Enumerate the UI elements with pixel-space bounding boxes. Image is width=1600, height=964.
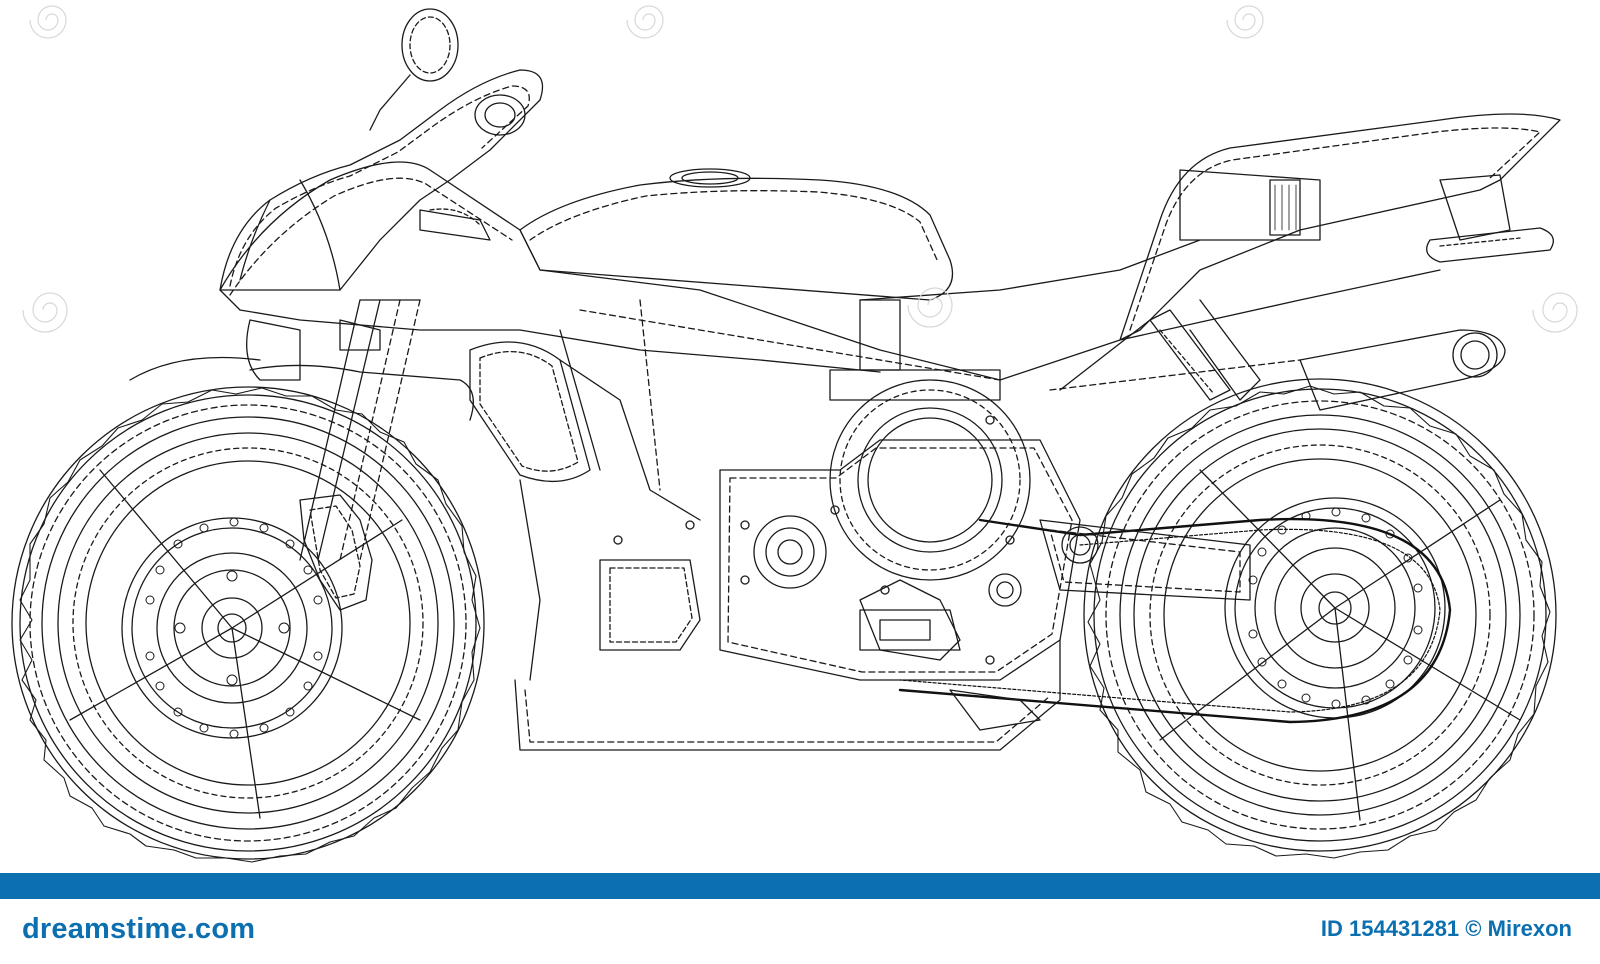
illustration-area (11, 5, 1578, 863)
image-id-number: 154431281 (1349, 916, 1460, 941)
fuel-tank (519, 168, 954, 301)
rear-suspension (1059, 299, 1261, 401)
rear-wheel (1083, 378, 1557, 859)
author-name: Mirexon (1487, 916, 1572, 941)
footpeg-assembly (859, 579, 1041, 731)
tail-section (859, 113, 1561, 341)
image-id-label: ID (1320, 916, 1343, 941)
motorcycle-wireframe-illustration (11, 5, 1578, 863)
frame-and-side-fairing (219, 161, 1441, 521)
lower-fairing (514, 479, 1061, 751)
footer-divider (0, 873, 1600, 899)
exhaust-pipe (1049, 329, 1506, 411)
dreamstime-swirl-watermark-icon (22, 5, 1578, 333)
image-credit: ID 154431281 © Mirexon (1321, 916, 1572, 942)
engine-block (599, 379, 1081, 681)
swingarm (988, 519, 1251, 607)
drive-chain (898, 517, 1452, 724)
copyright-symbol: © (1465, 916, 1482, 941)
front-wheel (11, 386, 485, 863)
footer-bar: dreamstime.com ID 154431281 © Mirexon (0, 873, 1600, 964)
dreamstime-logo: dreamstime.com (22, 913, 256, 945)
front-fairing (219, 8, 544, 381)
front-fork (129, 299, 474, 561)
